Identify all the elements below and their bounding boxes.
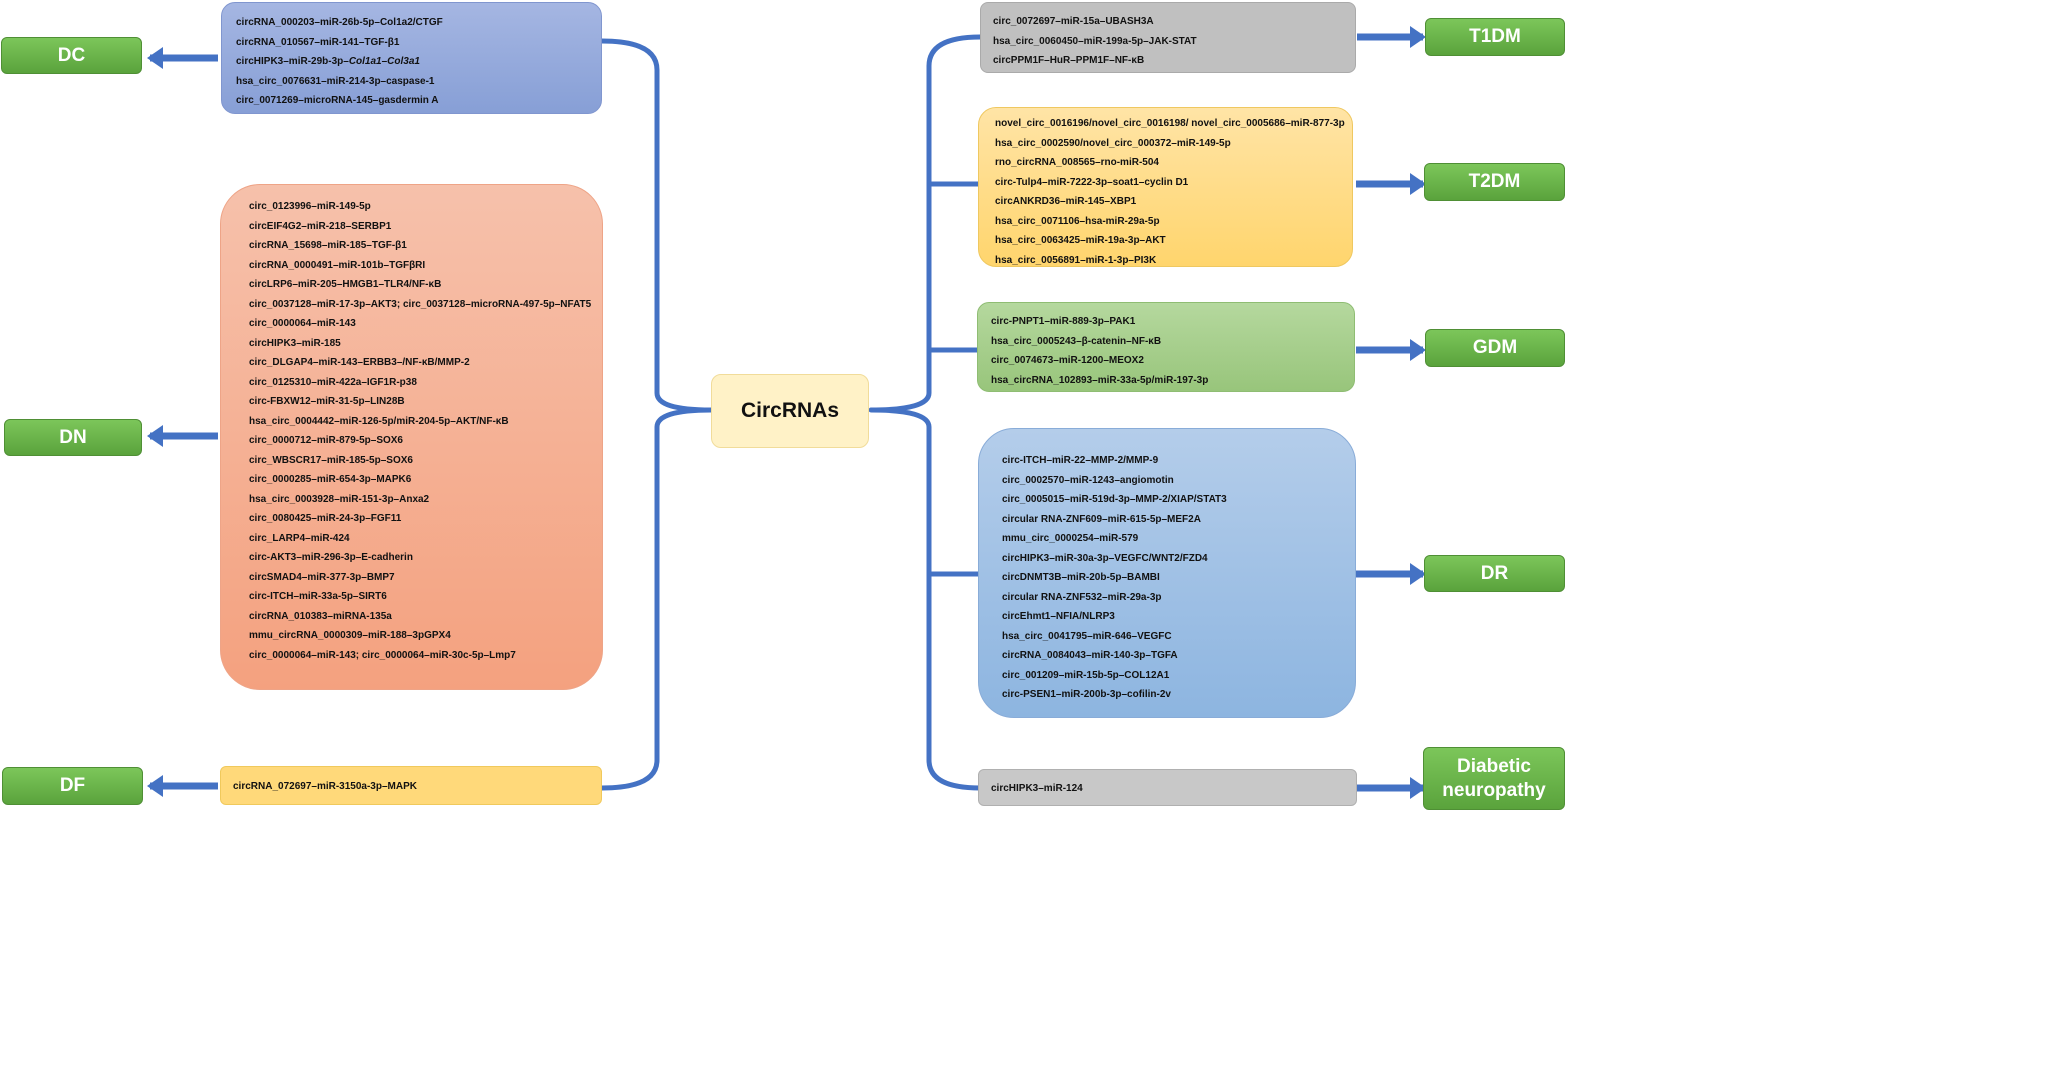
list-item: hsa_circ_0076631–miR-214-3p–caspase-1 bbox=[236, 75, 435, 87]
category-dn: DN bbox=[4, 419, 142, 456]
list-item: circRNA_072697–miR-3150a-3p–MAPK bbox=[233, 781, 417, 792]
list-item: circRNA_0000491–miR-101b–TGFβRI bbox=[249, 259, 426, 271]
list-item: circ_0000064–miR-143 bbox=[249, 318, 356, 329]
list-item: circ_0074673–miR-1200–MEOX2 bbox=[991, 355, 1144, 366]
list-item: circ-ITCH–miR-22–MMP-2/MMP-9 bbox=[1002, 455, 1159, 466]
list-item: circ-AKT3–miR-296-3p–E-cadherin bbox=[249, 552, 413, 563]
list-item: hsa_circ_0005243–β-catenin–NF-κB bbox=[991, 335, 1162, 347]
list-item: circHIPK3–miR-29b-3p–Col1a1–Col3a1 bbox=[236, 52, 589, 72]
list-item: circ-FBXW12–miR-31-5p–LIN28B bbox=[249, 396, 405, 407]
list-item: hsa_circ_0002590/novel_circ_000372–miR-1… bbox=[995, 137, 1231, 149]
list-item: circANKRD36–miR-145–XBP1 bbox=[995, 196, 1137, 207]
right-brace bbox=[868, 34, 983, 791]
t2dm-list: novel_circ_0016196/novel_circ_0016198/ n… bbox=[995, 114, 1345, 270]
dc-list: circRNA_000203–miR-26b-5p–Col1a2/CTGF ci… bbox=[236, 13, 589, 111]
list-item: circ_0037128–miR-17-3p–AKT3; circ_003712… bbox=[249, 298, 592, 310]
t2dm-box: novel_circ_0016196/novel_circ_0016198/ n… bbox=[978, 107, 1353, 267]
left-brace bbox=[599, 38, 714, 791]
list-item: circSMAD4–miR-377-3p–BMP7 bbox=[249, 571, 395, 583]
list-item: circ_DLGAP4–miR-143–ERBB3–/NF-κB/MMP-2 bbox=[249, 357, 470, 368]
dn-list: circ_0123996–miR-149-5p circEIF4G2–miR-21… bbox=[249, 197, 592, 665]
dr-box: circ-ITCH–miR-22–MMP-2/MMP-9 circ_0002570… bbox=[978, 428, 1356, 718]
list-item: circHIPK3–miR-185 bbox=[249, 337, 341, 349]
t1dm-box: circ_0072697–miR-15a–UBASH3A hsa_circ_006… bbox=[980, 2, 1356, 73]
center-node: CircRNAs bbox=[711, 374, 869, 448]
list-item: circ-ITCH–miR-33a-5p–SIRT6 bbox=[249, 591, 387, 602]
list-item: hsa_circ_0071106–hsa-miR-29a-5p bbox=[995, 215, 1160, 227]
list-item: circ_0000285–miR-654-3p–MAPK6 bbox=[249, 474, 412, 485]
list-item: circ_WBSCR17–miR-185-5p–SOX6 bbox=[249, 454, 413, 466]
list-item: hsa_circ_0041795–miR-646–VEGFC bbox=[1002, 630, 1172, 642]
list-item: circRNA_0084043–miR-140-3p–TGFA bbox=[1002, 650, 1178, 661]
list-item: hsa_circ_0003928–miR-151-3p–Anxa2 bbox=[249, 493, 430, 505]
gdm-box: circ-PNPT1–miR-889-3p–PAK1 hsa_circ_00052… bbox=[977, 302, 1355, 392]
list-item: circHIPK3–miR-124 bbox=[991, 783, 1083, 794]
list-item: circ_0072697–miR-15a–UBASH3A bbox=[993, 16, 1154, 27]
list-item: circ_0000064–miR-143; circ_0000064–miR-3… bbox=[249, 649, 516, 661]
circrna-diagram: circRNA_000203–miR-26b-5p–Col1a2/CTGF ci… bbox=[1, 2, 1565, 810]
t1dm-list: circ_0072697–miR-15a–UBASH3A hsa_circ_006… bbox=[993, 12, 1345, 71]
list-item: circ_0123996–miR-149-5p bbox=[249, 201, 371, 212]
list-item: circ-Tulp4–miR-7222-3p–soat1–cyclin D1 bbox=[995, 176, 1189, 188]
list-item: hsa_circ_0063425–miR-19a-3p–AKT bbox=[995, 235, 1166, 246]
category-neuropathy: Diabetic neuropathy bbox=[1423, 747, 1565, 810]
list-item: circ_0000712–miR-879-5p–SOX6 bbox=[249, 435, 403, 446]
list-item: circ_0071269–microRNA-145–gasdermin A bbox=[236, 95, 439, 106]
list-item: hsa_circ_0056891–miR-1-3p–PI3K bbox=[995, 254, 1157, 266]
category-dc: DC bbox=[1, 37, 142, 74]
neuropathy-list: circHIPK3–miR-124 bbox=[991, 781, 1346, 797]
list-item: circRNA_010567–miR-141–TGF-β1 bbox=[236, 36, 400, 48]
list-item: novel_circ_0016196/novel_circ_0016198/ n… bbox=[995, 118, 1345, 129]
neuropathy-box: circHIPK3–miR-124 bbox=[978, 769, 1357, 806]
list-item: hsa_circ_0004442–miR-126-5p/miR-204-5p–A… bbox=[249, 415, 509, 427]
dc-box: circRNA_000203–miR-26b-5p–Col1a2/CTGF ci… bbox=[221, 2, 602, 114]
list-item: rno_circRNA_008565–rno-miR-504 bbox=[995, 157, 1159, 168]
dc-item-italic: Col1a1–Col3a1 bbox=[348, 56, 420, 67]
category-gdm: GDM bbox=[1425, 329, 1565, 367]
list-item: circ_LARP4–miR-424 bbox=[249, 532, 350, 544]
list-item: hsa_circRNA_102893–miR-33a-5p/miR-197-3p bbox=[991, 374, 1209, 386]
dr-list: circ-ITCH–miR-22–MMP-2/MMP-9 circ_0002570… bbox=[1002, 451, 1345, 705]
gdm-list: circ-PNPT1–miR-889-3p–PAK1 hsa_circ_00052… bbox=[991, 312, 1344, 390]
list-item: circRNA_15698–miR-185–TGF-β1 bbox=[249, 240, 407, 251]
list-item: circPPM1F–HuR–PPM1F–NF-κB bbox=[993, 55, 1145, 66]
dn-box: circ_0123996–miR-149-5p circEIF4G2–miR-21… bbox=[220, 184, 603, 690]
df-box: circRNA_072697–miR-3150a-3p–MAPK bbox=[220, 766, 602, 805]
list-item: circHIPK3–miR-30a-3p–VEGFC/WNT2/FZD4 bbox=[1002, 552, 1208, 564]
list-item: circ_0080425–miR-24-3p–FGF11 bbox=[249, 513, 402, 524]
list-item: circ_0002570–miR-1243–angiomotin bbox=[1002, 474, 1174, 486]
list-item: circ-PSEN1–miR-200b-3p–cofilin-2v bbox=[1002, 689, 1171, 700]
list-item: circRNA_000203–miR-26b-5p–Col1a2/CTGF bbox=[236, 17, 443, 28]
list-item: circ_0125310–miR-422a–IGF1R-p38 bbox=[249, 376, 417, 388]
list-item: circRNA_010383–miRNA-135a bbox=[249, 610, 392, 622]
dc-item-prefix: circHIPK3–miR-29b-3p– bbox=[236, 56, 349, 67]
list-item: mmu_circRNA_0000309–miR-188–3pGPX4 bbox=[249, 630, 451, 641]
list-item: circular RNA-ZNF532–miR-29a-3p bbox=[1002, 591, 1162, 603]
neuropathy-label-line2: neuropathy bbox=[1442, 779, 1546, 801]
list-item: circEhmt1–NFIA/NLRP3 bbox=[1002, 611, 1115, 622]
neuropathy-label-line1: Diabetic bbox=[1457, 755, 1531, 777]
category-df: DF bbox=[2, 767, 143, 805]
category-t1dm: T1DM bbox=[1425, 18, 1565, 56]
list-item: circular RNA-ZNF609–miR-615-5p–MEF2A bbox=[1002, 513, 1201, 525]
df-list: circRNA_072697–miR-3150a-3p–MAPK bbox=[233, 777, 589, 796]
list-item: circDNMT3B–miR-20b-5p–BAMBI bbox=[1002, 572, 1160, 583]
list-item: circ-PNPT1–miR-889-3p–PAK1 bbox=[991, 316, 1136, 327]
category-t2dm: T2DM bbox=[1424, 163, 1565, 201]
list-item: circEIF4G2–miR-218–SERBP1 bbox=[249, 220, 392, 232]
list-item: circLRP6–miR-205–HMGB1–TLR4/NF-κB bbox=[249, 279, 442, 290]
list-item: hsa_circ_0060450–miR-199a-5p–JAK-STAT bbox=[993, 35, 1197, 47]
category-dr: DR bbox=[1424, 555, 1565, 592]
list-item: circ_0005015–miR-519d-3p–MMP-2/XIAP/STAT… bbox=[1002, 494, 1227, 505]
list-item: circ_001209–miR-15b-5p–COL12A1 bbox=[1002, 669, 1170, 681]
list-item: mmu_circ_0000254–miR-579 bbox=[1002, 533, 1139, 544]
